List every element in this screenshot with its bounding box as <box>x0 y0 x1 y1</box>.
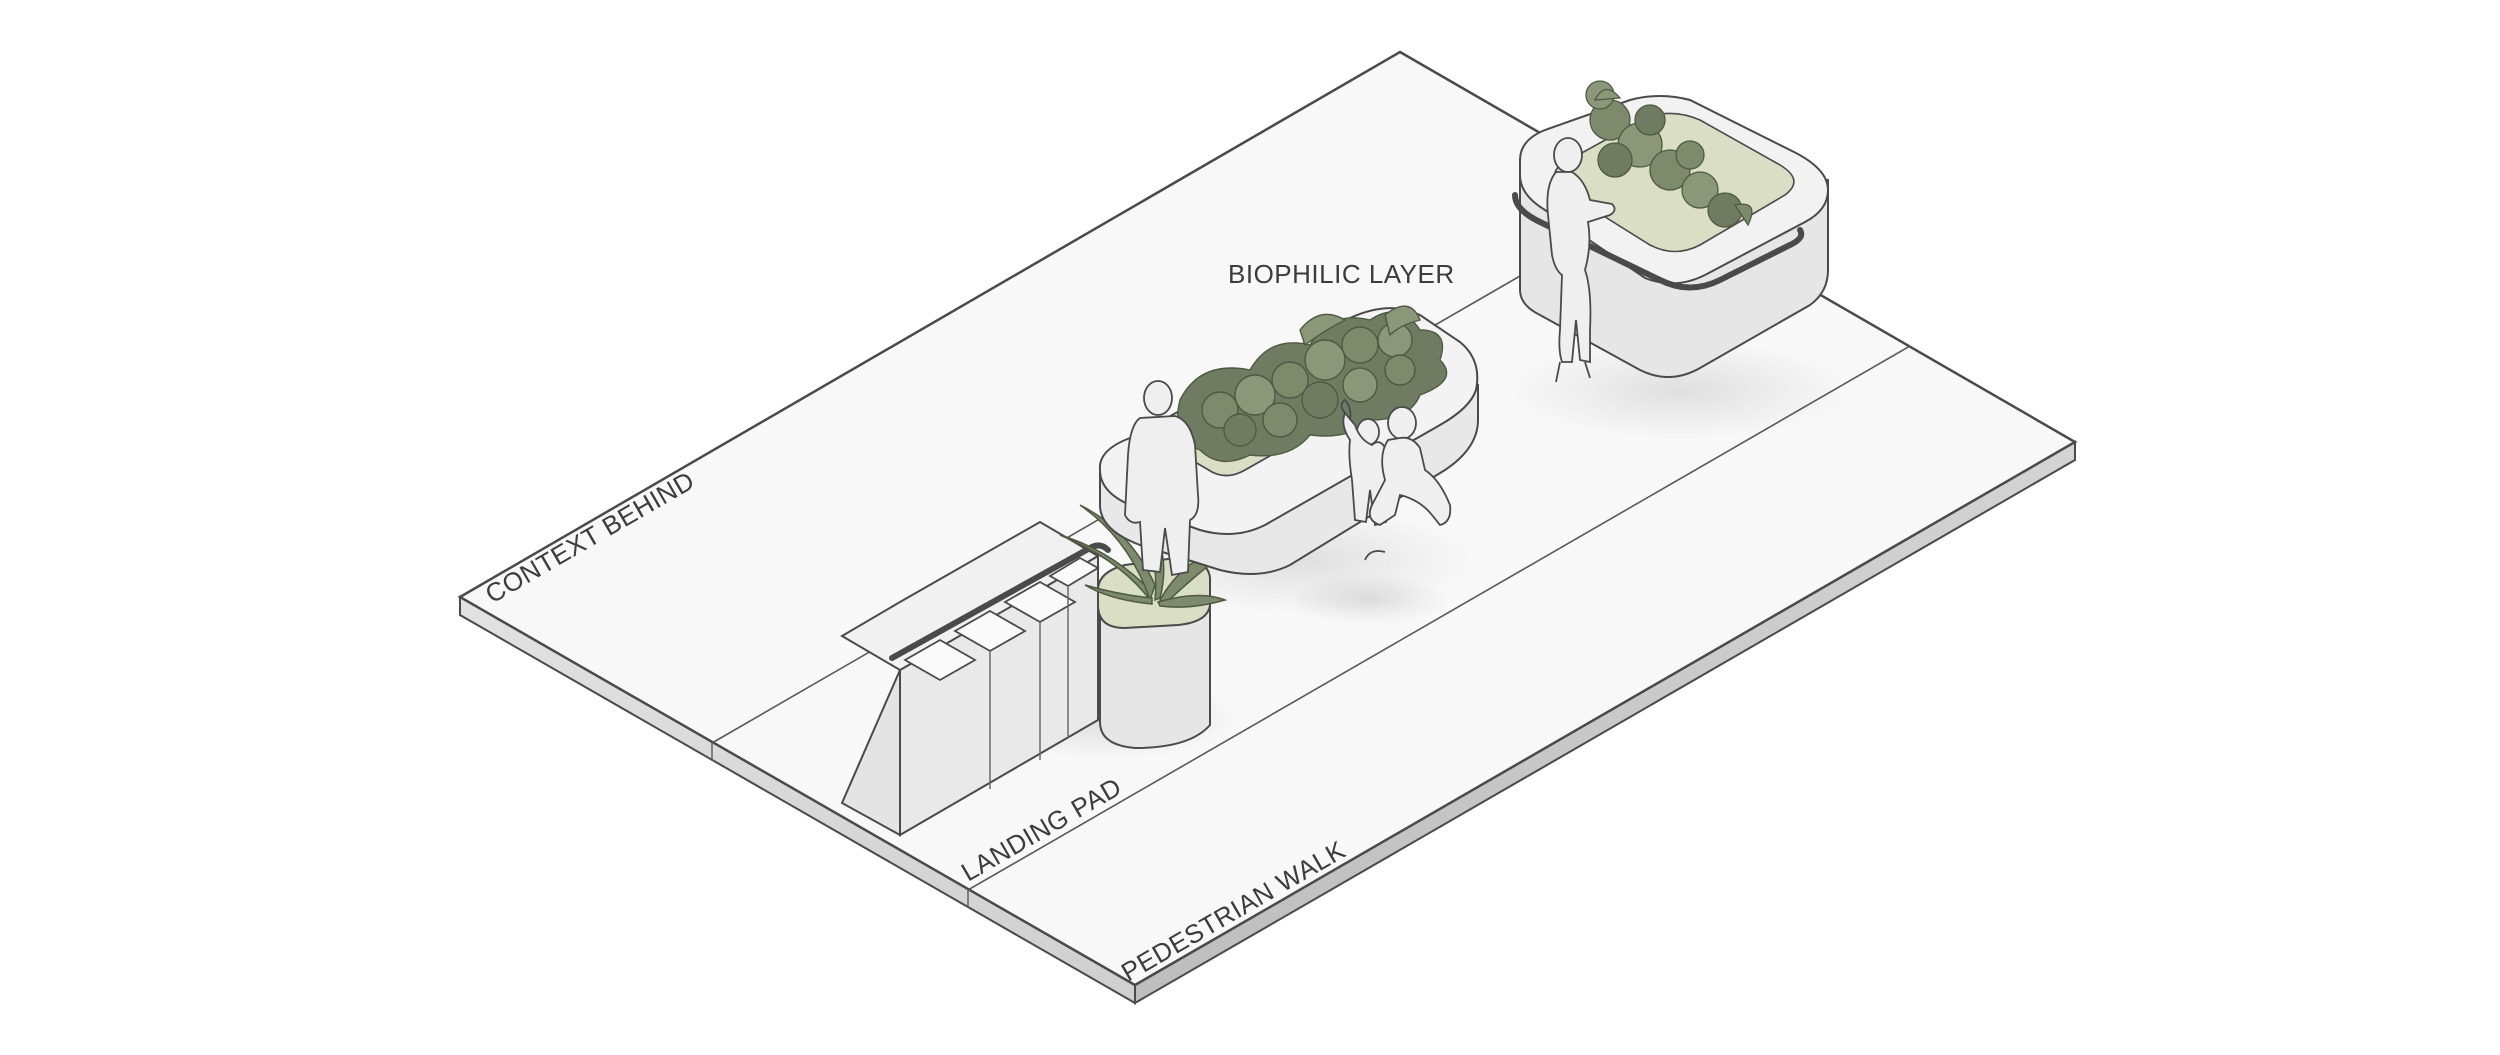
central-planter-foliage <box>1176 305 1448 463</box>
tall-planter-handrail <box>1512 192 1805 291</box>
figure-standing-man <box>1124 380 1200 577</box>
bench-dividers <box>989 586 1069 789</box>
figure-woman-leaning <box>1546 137 1616 383</box>
zone-line-landing <box>967 345 1911 891</box>
small-planter-body <box>1099 599 1211 750</box>
figure-crouching-adult <box>1364 406 1452 561</box>
tall-planter-foliage <box>1585 80 1753 228</box>
label-biophilic-layer: BIOPHILIC LAYER <box>1228 259 1455 289</box>
tall-planter <box>1512 80 1830 379</box>
bin-bench-unit <box>840 520 1111 837</box>
bench-cubbies <box>903 556 1100 682</box>
